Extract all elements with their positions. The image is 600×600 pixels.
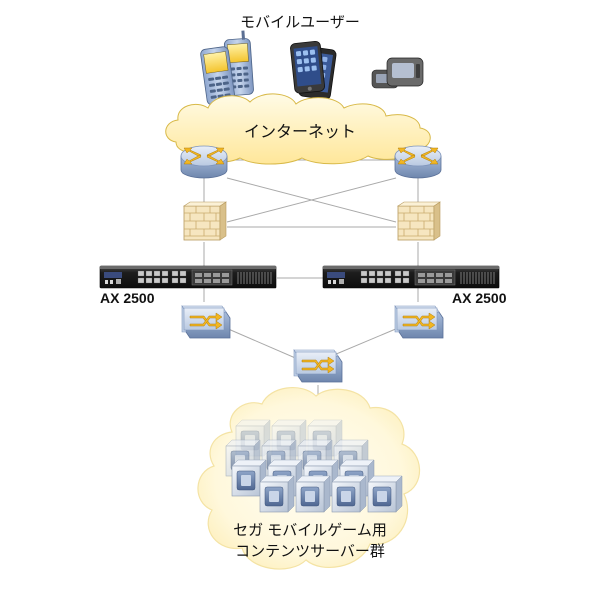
router-icon <box>394 145 442 179</box>
mobile-users-label: モバイルユーザー <box>240 14 360 31</box>
switch-icon <box>293 349 343 383</box>
firewall-icon <box>397 201 441 241</box>
server-group-label-line1: セガ モバイルゲーム用 <box>233 522 387 539</box>
switch-icon <box>181 305 231 339</box>
internet-label: インターネット <box>243 124 356 141</box>
mobile-phone-icon <box>200 30 254 106</box>
ax-2500-left-label: AX 2500 <box>100 290 155 306</box>
firewall-icon <box>183 201 227 241</box>
smartphone-icon <box>290 40 337 100</box>
switch-icon <box>394 305 444 339</box>
load-balancer-appliance-icon <box>322 265 500 289</box>
router-icon <box>180 145 228 179</box>
flip-phone-icon <box>371 57 424 89</box>
server-group-label-line2: コンテンツサーバー群 <box>235 543 385 560</box>
ax-2500-right-label: AX 2500 <box>452 290 507 306</box>
server-group-label: セガ モバイルゲーム用 コンテンツサーバー群 <box>200 520 420 562</box>
internet-cloud-icon <box>165 93 431 165</box>
load-balancer-appliance-icon <box>99 265 277 289</box>
